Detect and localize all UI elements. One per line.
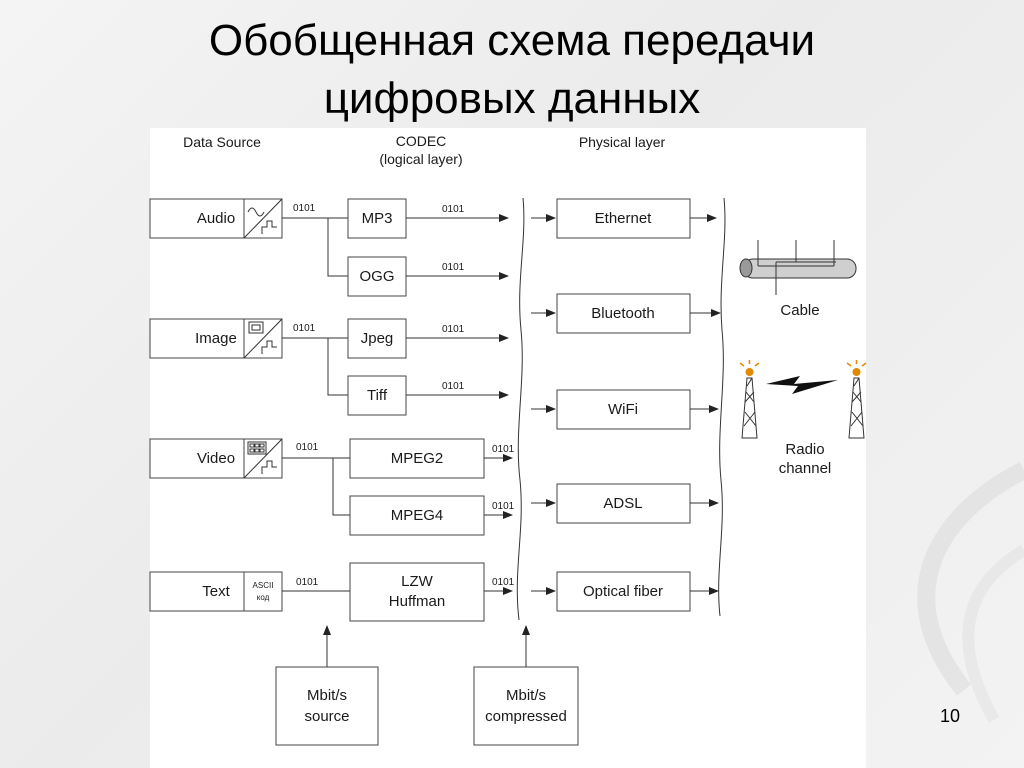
radio-tower-right-icon (846, 360, 867, 439)
physical-optical-fiber: Optical fiber (531, 571, 719, 612)
radio-channel-label: channel (779, 460, 832, 477)
physical-adsl: ADSL (531, 483, 719, 524)
codec-mpeg2-label: MPEG2 (391, 450, 444, 467)
header-data-source: Data Source (183, 134, 261, 150)
slide-title-line-1: Обобщенная схема передачи (208, 16, 816, 65)
background-swirl-decoration (917, 461, 1024, 723)
source-text-label: Text (202, 583, 230, 600)
physical-bluetooth-label: Bluetooth (591, 305, 654, 322)
bits-video: 0101 (296, 442, 319, 453)
separator-physical-media (718, 197, 726, 617)
cable-icon (739, 240, 857, 295)
rate-source-line-1: Mbit/s (307, 687, 347, 704)
bits-text: 0101 (296, 577, 319, 588)
codec-ogg-label: OGG (359, 268, 394, 285)
physical-optical-fiber-label: Optical fiber (583, 583, 663, 600)
bits-mpeg2: 0101 (492, 444, 515, 455)
physical-adsl-label: ADSL (603, 495, 642, 512)
codec-jpeg: Jpeg (347, 318, 407, 359)
codec-mp3: MP3 (347, 198, 407, 239)
radio-tower-left-icon (739, 360, 760, 439)
codec-ogg: OGG (347, 256, 407, 297)
codec-huffman-label: Huffman (389, 593, 445, 610)
bits-mp3: 0101 (442, 204, 465, 215)
rate-source: Mbit/s source (275, 625, 379, 746)
radio-label: Radio (785, 441, 824, 458)
header-physical-layer: Physical layer (579, 134, 666, 150)
source-audio: Audio (149, 198, 283, 239)
bits-tiff: 0101 (442, 381, 465, 392)
header-codec: CODEC (396, 133, 447, 149)
physical-ethernet-label: Ethernet (595, 210, 653, 227)
ascii-code-label: код (257, 593, 270, 602)
source-video-label: Video (197, 450, 235, 467)
codec-mpeg4: MPEG4 (349, 495, 485, 536)
source-codec-connectors: 0101 0101 0101 0101 (282, 203, 350, 592)
codec-mpeg2: MPEG2 (349, 438, 485, 479)
video-adc-icon (243, 438, 283, 479)
physical-ethernet: Ethernet (531, 198, 717, 239)
bits-image: 0101 (293, 323, 316, 334)
adc-icon (243, 198, 283, 239)
codec-mpeg4-label: MPEG4 (391, 507, 444, 524)
bits-lzw: 0101 (492, 577, 515, 588)
physical-wifi: WiFi (531, 389, 719, 430)
source-image: Image (149, 318, 283, 359)
cable-label: Cable (780, 302, 819, 319)
source-text: Text ASCII код (149, 571, 283, 612)
codec-lzw-label: LZW (401, 573, 434, 590)
rate-source-line-2: source (304, 708, 349, 725)
separator-logical-physical (516, 197, 525, 621)
rate-compressed: Mbit/s compressed (473, 625, 579, 746)
rate-compressed-line-1: Mbit/s (506, 687, 546, 704)
bits-jpeg: 0101 (442, 324, 465, 335)
bits-ogg: 0101 (442, 262, 465, 273)
slide-title-line-2: цифровых данных (323, 74, 701, 123)
physical-bluetooth: Bluetooth (531, 293, 721, 334)
codec-output-arrows: 0101 0101 0101 0101 0101 0101 0101 (406, 204, 515, 595)
codec-jpeg-label: Jpeg (361, 330, 394, 347)
physical-wifi-label: WiFi (608, 401, 638, 418)
lightning-icon (766, 376, 838, 394)
rate-compressed-line-2: compressed (485, 708, 567, 725)
codec-mp3-label: MP3 (362, 210, 393, 227)
header-codec-sub: (logical layer) (379, 151, 462, 167)
bits-audio: 0101 (293, 203, 316, 214)
source-image-label: Image (195, 330, 237, 347)
page-number: 10 (939, 706, 961, 726)
codec-lzw-huffman: LZW Huffman (349, 562, 485, 622)
codec-tiff: Tiff (347, 375, 407, 416)
source-audio-label: Audio (197, 210, 235, 227)
ascii-label: ASCII (253, 581, 274, 590)
bits-mpeg4: 0101 (492, 501, 515, 512)
source-video: Video (149, 438, 283, 479)
codec-tiff-label: Tiff (367, 387, 388, 404)
slide-title: Обобщенная схема передачи цифровых данны… (0, 12, 1024, 128)
image-adc-icon (243, 318, 283, 359)
